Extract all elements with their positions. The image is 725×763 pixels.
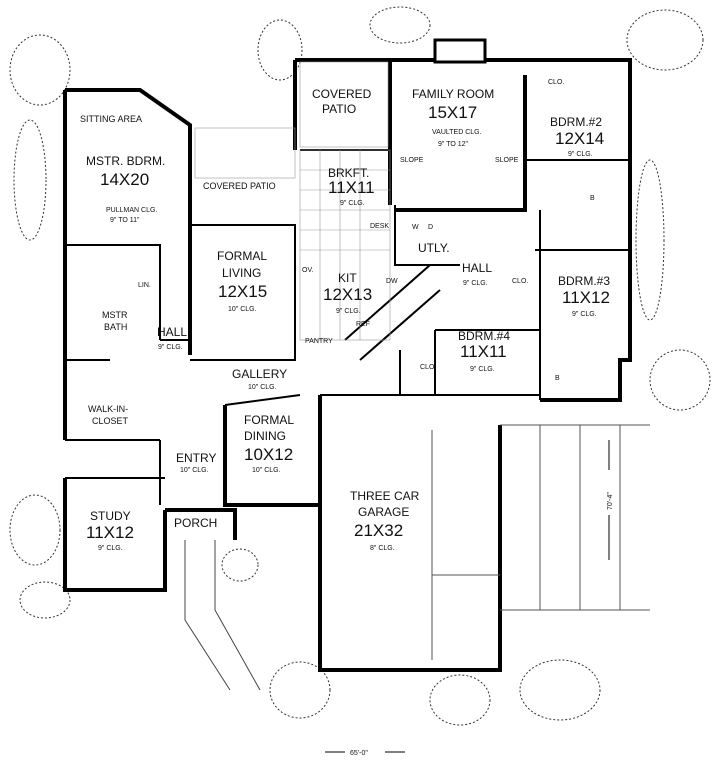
linen-label: LIN. [138, 282, 151, 289]
bdrm2-label: BDRM.#2 [550, 115, 602, 129]
brkft-label: BRKFT. [328, 166, 369, 180]
pantry-label: PANTRY [305, 338, 333, 345]
garage-label: THREE CAR [350, 489, 420, 503]
formal-dining-ceiling: 10" CLG. [252, 467, 281, 474]
slope-right: SLOPE [495, 157, 519, 164]
hall-right-label: HALL [462, 261, 492, 275]
ref-label: REF [356, 321, 370, 328]
utly-label: UTLY. [418, 241, 450, 255]
depth-dimension: 70'-4" [607, 492, 614, 510]
exterior-walls [63, 58, 632, 672]
covered-patio-top-label: COVERED [312, 87, 372, 101]
formal-living-ceiling: 10" CLG. [228, 306, 257, 313]
family-room-size: 15X17 [428, 103, 477, 122]
master-ceiling: PULLMAN CLG. [106, 207, 157, 214]
desk-label: DESK [370, 223, 389, 230]
bdrm2-closet: CLO. [548, 79, 564, 86]
dw-label: DW [386, 278, 398, 285]
garage-label2: GARAGE [358, 505, 409, 519]
width-dimension: 65'-0" [350, 750, 368, 757]
master-size: 14X20 [100, 170, 149, 189]
entry-label: ENTRY [176, 451, 216, 465]
dimension-lines [325, 440, 610, 753]
formal-living-label: FORMAL [217, 249, 267, 263]
kit-label: KIT [338, 271, 357, 285]
walk-in-label: WALK-IN- [88, 404, 128, 414]
study-ceiling: 9" CLG. [98, 545, 123, 552]
bdrm2-size: 12X14 [555, 129, 604, 148]
walk-in-label2: CLOSET [92, 416, 129, 426]
hall-right-ceiling: 9" CLG. [463, 280, 488, 287]
brkft-ceiling: 9" CLG. [340, 200, 365, 207]
patio-pattern [194, 61, 391, 341]
formal-dining-size: 10X12 [244, 445, 293, 464]
kit-size: 12X13 [323, 285, 372, 304]
bdrm3-ceiling: 9" CLG. [572, 311, 597, 318]
family-room-ceiling: VAULTED CLG. [432, 129, 482, 136]
bdrm3-closet: CLO. [512, 278, 528, 285]
bdrm4-label: BDRM.#4 [458, 329, 510, 343]
oven-label: OV. [302, 267, 313, 274]
garage-size: 21X32 [354, 521, 403, 540]
bdrm3-size: 11X12 [562, 288, 610, 307]
fireplace [433, 38, 487, 64]
mstr-bath-label: MSTR [102, 310, 128, 320]
bdrm4-size: 11X11 [460, 342, 507, 361]
bdrm2-ceiling: 9" CLG. [568, 151, 593, 158]
mstr-bath-label2: BATH [104, 322, 127, 332]
garage-ceiling: 8" CLG. [370, 545, 395, 552]
garage-doors [431, 424, 650, 660]
washer-label: W [412, 224, 419, 231]
study-label: STUDY [90, 509, 131, 523]
bdrm4-closet: CLO. [420, 364, 436, 371]
kit-ceiling: 9" CLG. [336, 308, 361, 315]
brkft-size: 11X11 [328, 178, 375, 197]
covered-patio-mid-label: COVERED PATIO [203, 181, 276, 191]
bdrm3-label: BDRM.#3 [558, 274, 610, 288]
dryer-label: D [428, 224, 433, 231]
bath-b-bottom: B [555, 375, 560, 382]
study-size: 11X12 [86, 523, 134, 542]
porch-label: PORCH [174, 516, 217, 530]
formal-living-size: 12X15 [218, 282, 267, 301]
hall-left-ceiling: 9" CLG. [158, 344, 183, 351]
formal-dining-label2: DINING [244, 429, 286, 443]
bdrm4-ceiling: 9" CLG. [470, 366, 495, 373]
gallery-ceiling: 10" CLG. [248, 384, 277, 391]
master-label: MSTR. BDRM. [86, 154, 165, 168]
sitting-area-label: SITTING AREA [80, 114, 142, 124]
formal-living-label2: LIVING [222, 266, 261, 280]
family-room-label: FAMILY ROOM [412, 87, 494, 101]
master-ceiling2: 9" TO 11" [110, 217, 140, 224]
walkway [184, 540, 261, 691]
family-room-ceiling2: 9" TO 12" [438, 141, 469, 148]
hall-left-label: HALL [157, 325, 187, 339]
formal-dining-label: FORMAL [244, 413, 294, 427]
covered-patio-top-label2: PATIO [322, 102, 356, 116]
gallery-label: GALLERY [232, 367, 287, 381]
entry-ceiling: 10" CLG. [180, 467, 209, 474]
interior-walls [65, 149, 630, 505]
slope-left: SLOPE [400, 157, 424, 164]
bath-b-right: B [590, 195, 595, 202]
landscaping [9, 6, 711, 726]
